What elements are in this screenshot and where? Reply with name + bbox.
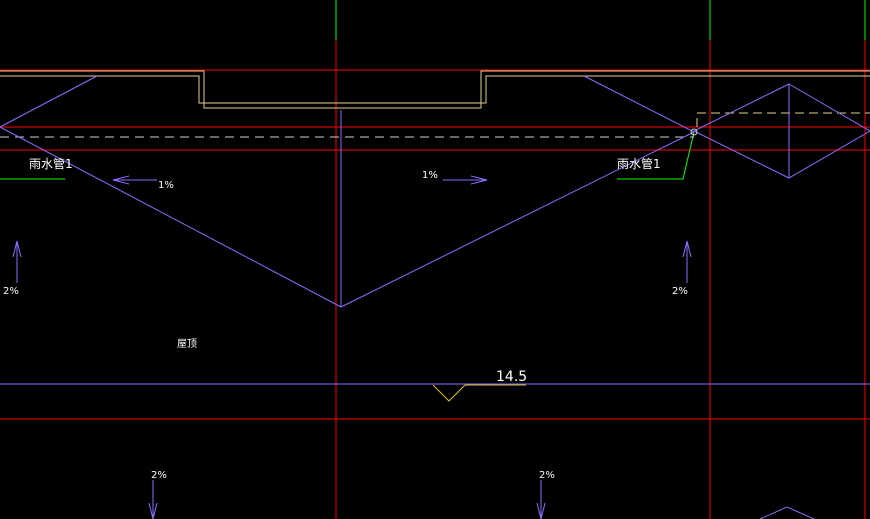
dashed-line-yellow xyxy=(696,112,870,127)
ridge-right-upper xyxy=(583,75,695,133)
arrow-up-left-icon xyxy=(12,240,22,283)
parapet-inner xyxy=(0,75,870,104)
elevation-value: 14.5 xyxy=(496,369,527,385)
diamond-shape xyxy=(692,83,870,179)
slope-label-mid: 1% xyxy=(422,170,438,181)
slope-label-bottom-left: 2% xyxy=(151,470,167,481)
roof-slope-lines xyxy=(0,75,870,519)
arrow-left-icon xyxy=(112,175,157,185)
valley-right xyxy=(340,131,695,308)
drain-point-marker[interactable] xyxy=(690,128,698,136)
slope-label-side-left: 2% xyxy=(3,286,19,297)
parapet-outer xyxy=(0,70,870,109)
red-grid-lines xyxy=(0,40,870,519)
arrow-down-left-icon xyxy=(148,480,158,519)
elevation-symbol-icon xyxy=(432,384,526,402)
ridge-left-upper xyxy=(0,75,98,128)
drain-label-right: 雨水管1 xyxy=(617,156,661,171)
slope-label-side-right: 2% xyxy=(672,286,688,297)
parapet-outline xyxy=(0,70,870,109)
drain-leader-right xyxy=(617,131,695,180)
diamond-bottom-partial xyxy=(759,506,815,519)
dashed-lines xyxy=(0,112,870,138)
arrow-right-icon xyxy=(443,175,488,185)
slope-arrows xyxy=(12,175,692,519)
slope-label-left: 1% xyxy=(158,180,174,191)
valley-left xyxy=(0,126,342,308)
roof-label: 屋顶 xyxy=(177,338,197,350)
drain-label-left: 雨水管1 xyxy=(29,156,73,171)
slope-label-bottom-right: 2% xyxy=(539,470,555,481)
arrow-down-right-icon xyxy=(536,480,546,519)
arrow-up-right-icon xyxy=(682,240,692,283)
green-axis-ticks xyxy=(0,0,866,180)
